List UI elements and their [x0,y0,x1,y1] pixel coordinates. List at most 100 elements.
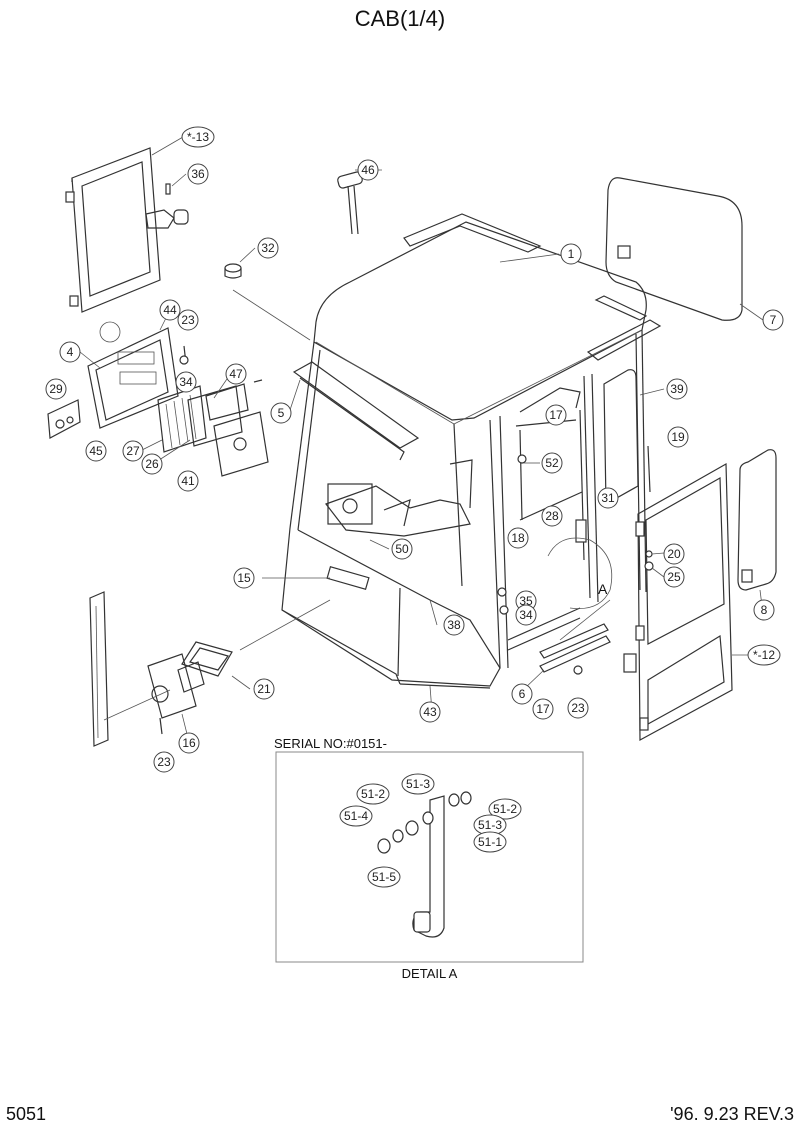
callout-text: 38 [447,618,461,632]
callout-41: 41 [177,470,199,492]
callout-text: 51-1 [478,835,502,849]
callout-text: 17 [549,408,563,422]
callout-text: 4 [67,345,74,359]
callout-51-2: 51-2 [356,783,390,805]
callout-51-1: 51-1 [473,831,507,853]
callout-32: 32 [257,237,279,259]
callout-text: 26 [145,457,159,471]
callout-34: 34 [515,604,537,626]
hammer-46 [337,171,363,235]
callout-text: 34 [179,375,193,389]
detail-caption: DETAIL A [401,966,458,981]
callout-text: 36 [191,167,205,181]
door-frame-13 [65,147,189,313]
callout-6: 6 [511,683,533,705]
callout-text: 51-3 [406,777,430,791]
cap-32 [224,263,311,341]
callout-45: 45 [85,440,107,462]
callout-text: 1 [568,247,575,261]
callout-text: 29 [49,382,63,396]
callout--13: *-13 [181,126,215,148]
callout-text: 18 [511,531,525,545]
callout-17: 17 [532,698,554,720]
callout-text: 19 [671,430,685,444]
cab-body [281,213,662,689]
callout-text: 17 [536,702,550,716]
callout-text: 7 [770,313,777,327]
callout-17: 17 [545,404,567,426]
callout-23: 23 [177,309,199,331]
callout-28: 28 [541,505,563,527]
callout-20: 20 [663,543,685,565]
callout-31: 31 [597,487,619,509]
serial-note: SERIAL NO:#0151- [274,736,387,751]
callout-8: 8 [753,599,775,621]
callout-36: 36 [187,163,209,185]
callout-15: 15 [233,567,255,589]
callout-text: 47 [229,367,243,381]
callout-text: 51-3 [478,818,502,832]
callout-1: 1 [560,243,582,265]
callout-text: 21 [257,682,271,696]
callout-text: 28 [545,509,559,523]
callout-text: *-13 [187,130,209,144]
callout-text: 16 [182,736,196,750]
callout-text: 32 [261,241,275,255]
callout-text: 52 [545,456,559,470]
callout-text: 6 [519,687,526,701]
callout-text: 51-5 [372,870,396,884]
callout-29: 29 [45,378,67,400]
callout-27: 27 [122,440,144,462]
detail-a-indicator: A [547,537,613,641]
callout-19: 19 [667,426,689,448]
callout-text: 20 [667,547,681,561]
cab-exploded-diagram: A *-133646173244234345472927264541391719… [45,126,784,963]
callout-51-5: 51-5 [367,866,401,888]
callout-text: 31 [601,491,615,505]
callout-text: 51-2 [493,802,517,816]
leader-lines [79,136,764,743]
callout-18: 18 [507,527,529,549]
callout-5: 5 [270,402,292,424]
callout-50: 50 [391,538,413,560]
callout-text: 27 [126,444,140,458]
callout-21: 21 [253,678,275,700]
callout-25: 25 [663,566,685,588]
left-window-assembly [47,321,189,439]
callout-38: 38 [443,614,465,636]
callout-text: 39 [670,382,684,396]
callout-text: 50 [395,542,409,556]
callout-text: 25 [667,570,681,584]
callout-23: 23 [153,751,175,773]
door-12 [623,445,733,742]
callout-52: 52 [541,452,563,474]
callout-text: 43 [423,705,437,719]
page-title: CAB(1/4) [354,6,446,31]
page-number: 5051 [6,1104,47,1124]
callout-34: 34 [175,371,197,393]
callout--12: *-12 [747,644,781,666]
callout-text: 8 [761,603,768,617]
callout-text: 35 [519,594,533,608]
callout-43: 43 [419,701,441,723]
callout-text: 41 [181,474,195,488]
callout-39: 39 [666,378,688,400]
callout-26: 26 [141,453,163,475]
callout-text: 23 [181,313,195,327]
callout-51-2: 51-2 [488,798,522,820]
callout-7: 7 [762,309,784,331]
callout-text: 51-4 [344,809,368,823]
lower-left-parts [89,591,331,747]
callout-16: 16 [178,732,200,754]
callout-text: 46 [361,163,375,177]
callout-text: 5 [278,406,285,420]
callout-text: 23 [157,755,171,769]
callout-23: 23 [567,697,589,719]
callout-text: *-12 [753,648,775,662]
glass-7 [605,177,743,321]
callout-text: 44 [163,303,177,317]
glass-8 [737,449,777,591]
callout-4: 4 [59,341,81,363]
filter-parts [157,379,269,477]
